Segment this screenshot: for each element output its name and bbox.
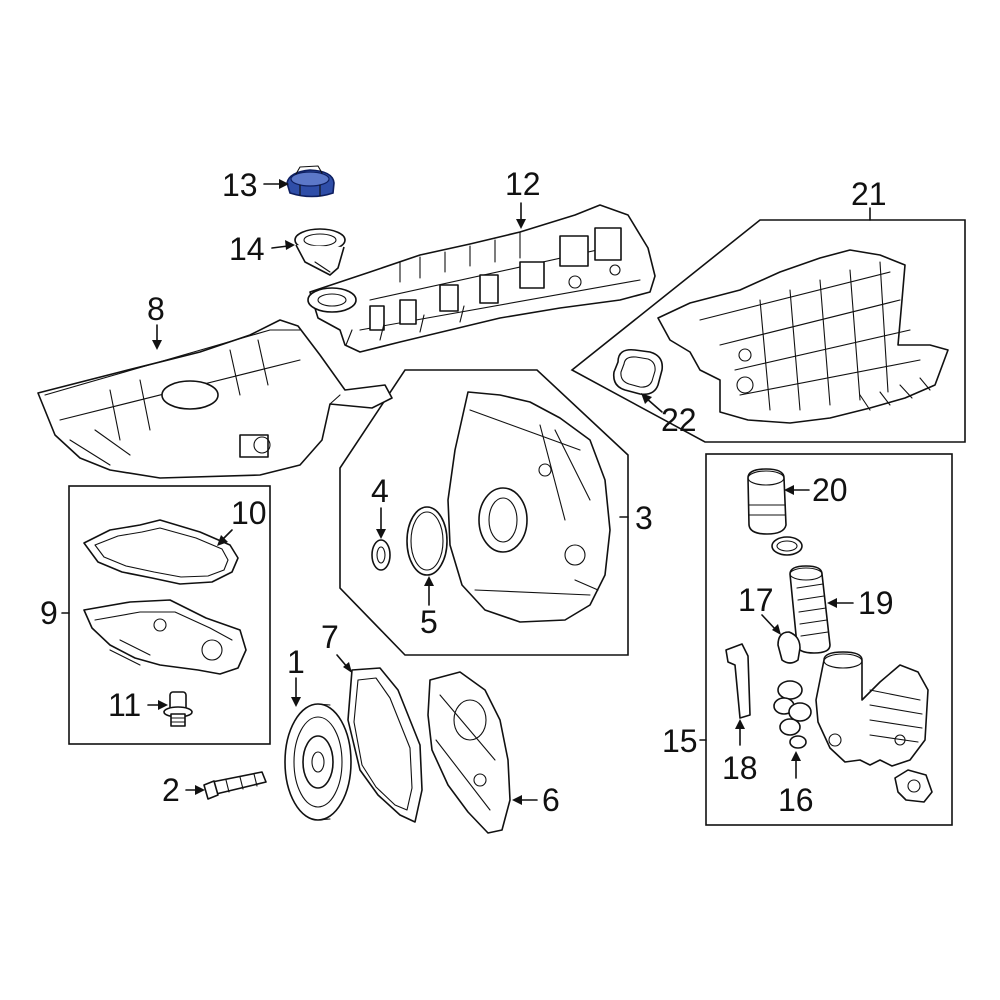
group-box-9 (68, 485, 271, 745)
callout-19[interactable]: 19 (858, 585, 894, 621)
callout-4[interactable]: 4 (371, 473, 389, 509)
timing-cover-part (447, 391, 611, 623)
housing-gasket-strip-part (725, 643, 751, 719)
manifold-gasket-part (612, 348, 664, 396)
callout-10[interactable]: 10 (231, 495, 267, 531)
group-box-21 (570, 219, 966, 443)
callout-16[interactable]: 16 (778, 782, 814, 818)
callout-11[interactable]: 11 (108, 687, 141, 723)
crankshaft-pulley-part (284, 703, 352, 821)
group-box-15 (705, 453, 953, 826)
intake-manifold-part (657, 249, 949, 424)
oil-pan-lower-part (83, 599, 247, 675)
filter-housing-gasket-part (773, 680, 812, 749)
front-cover-part (427, 671, 511, 834)
callout-7[interactable]: 7 (321, 619, 339, 655)
callout-labels: 13 14 12 21 22 8 10 9 11 4 5 3 1 2 7 6 1… (40, 166, 894, 818)
callout-5[interactable]: 5 (420, 604, 438, 640)
callout-22[interactable]: 22 (661, 402, 697, 438)
filter-cap-oring-part (771, 536, 803, 556)
callout-3[interactable]: 3 (635, 500, 653, 536)
callout-2[interactable]: 2 (162, 772, 180, 808)
small-seal-part (371, 539, 391, 571)
oil-filter-element-part (789, 565, 831, 654)
cover-gasket-part (347, 667, 423, 823)
callout-6[interactable]: 6 (542, 782, 560, 818)
callout-leaders (61, 179, 871, 805)
oring-seal-part (406, 506, 448, 576)
oil-sensor-part (894, 769, 933, 803)
group-box-3 (339, 369, 629, 656)
callout-20[interactable]: 20 (812, 472, 848, 508)
callout-9[interactable]: 9 (40, 595, 58, 631)
filter-cap-oring-inner (776, 540, 798, 552)
callout-17[interactable]: 17 (738, 582, 774, 618)
oil-filter-housing-part (815, 651, 929, 767)
callout-1[interactable]: 1 (287, 644, 305, 680)
oil-filler-neck-part (294, 228, 346, 276)
oil-filter-cap-part (747, 468, 787, 535)
callout-14[interactable]: 14 (229, 231, 265, 267)
callout-8[interactable]: 8 (147, 291, 165, 327)
oil-pan-upper-part (37, 319, 393, 479)
callout-12[interactable]: 12 (505, 166, 541, 202)
callout-15[interactable]: 15 (662, 723, 698, 759)
oil-pan-gasket-part (83, 519, 239, 585)
pulley-bolt-part (203, 771, 267, 800)
filter-housing-seal-part (777, 631, 801, 664)
drain-plug-part (163, 691, 193, 727)
oil-filler-cap-part[interactable] (286, 165, 335, 198)
callout-13[interactable]: 13 (222, 167, 258, 203)
callout-21[interactable]: 21 (851, 176, 887, 212)
valve-cover-part (307, 204, 656, 353)
callout-18[interactable]: 18 (722, 750, 758, 786)
